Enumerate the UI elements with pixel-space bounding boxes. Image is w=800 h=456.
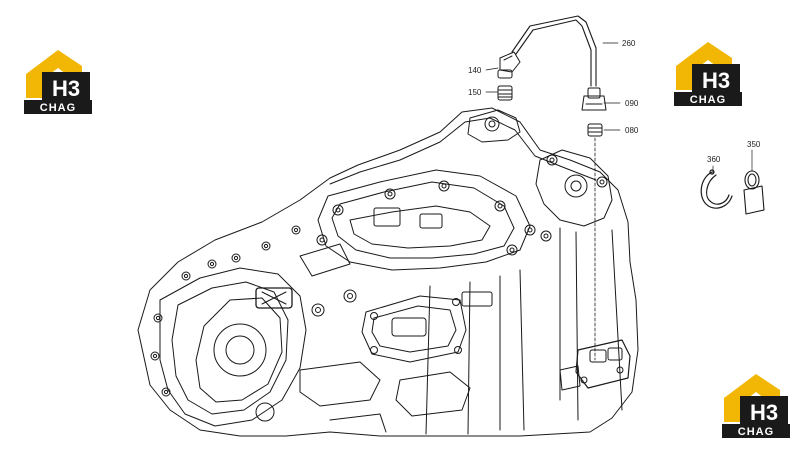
tee-fitting-090 [581, 87, 607, 111]
callout-150: 150 [468, 88, 482, 97]
callout-360: 360 [707, 155, 721, 164]
callout-140: 140 [468, 66, 482, 75]
callout-080: 080 [625, 126, 639, 135]
callout-090: 090 [625, 99, 639, 108]
brand-logo-top-right: H3 CHAG [674, 42, 742, 106]
hydraulic-pipe-260 [511, 15, 597, 87]
snap-ring-360 [700, 169, 733, 209]
callout-350: 350 [747, 140, 761, 149]
svg-text:CHAG: CHAG [690, 94, 726, 106]
svg-text:CHAG: CHAG [738, 426, 774, 438]
seal-tag-350 [743, 170, 765, 215]
callout-labels: 260 140 150 090 080 360 350 [468, 39, 761, 164]
transmission-housing [137, 107, 639, 437]
svg-text:H3: H3 [702, 68, 730, 93]
nut-fitting-080 [587, 123, 603, 137]
svg-text:CHAG: CHAG [40, 102, 76, 114]
svg-text:H3: H3 [52, 76, 80, 101]
elbow-fitting-140 [497, 51, 521, 79]
plug-fitting-150 [497, 85, 513, 101]
brand-logo-top-left: H3 CHAG [24, 50, 92, 114]
brand-logo-bottom-right: H3 CHAG [722, 374, 790, 438]
leader-lines [485, 42, 753, 175]
callout-260: 260 [622, 39, 636, 48]
svg-text:H3: H3 [750, 400, 778, 425]
